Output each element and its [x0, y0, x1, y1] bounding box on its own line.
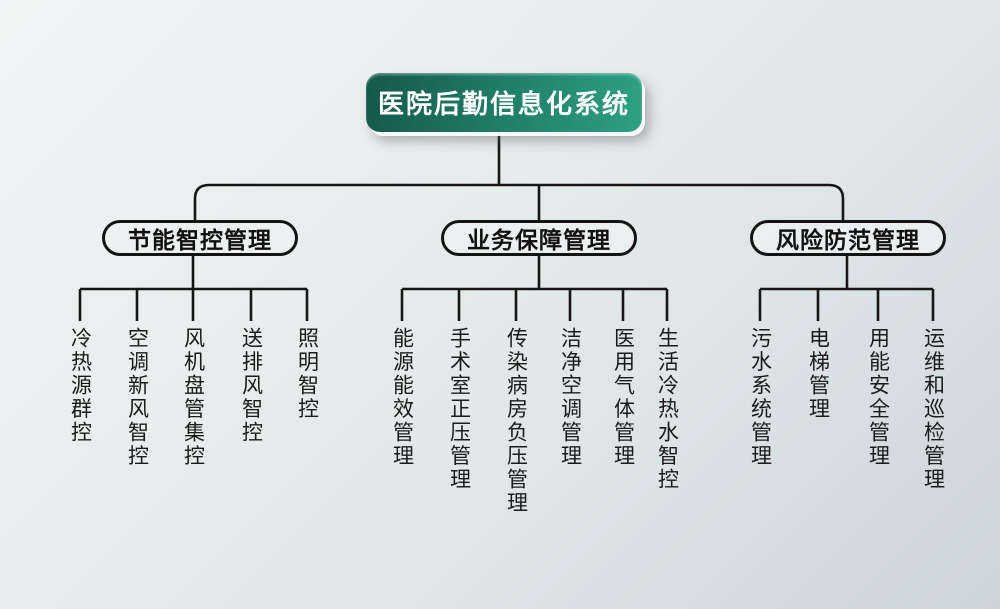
connector-main-bus — [193, 183, 845, 221]
leaf-medical-gas-mgmt: 医用气体管理 — [611, 327, 636, 468]
leaf-clean-ac-mgmt: 洁净空调管理 — [558, 327, 583, 468]
leaf-supply-exhaust-smart-control: 送排风智控 — [239, 327, 264, 445]
leaf-cold-heat-source-group-control: 冷热源群控 — [68, 327, 93, 445]
leaf-lighting-smart-control: 照明智控 — [295, 327, 320, 421]
branch-node-business-support: 业务保障管理 — [441, 220, 637, 256]
leaf-sewage-system-mgmt: 污水系统管理 — [748, 327, 773, 468]
branch-node-energy-saving-control: 节能智控管理 — [102, 220, 298, 256]
leaf-elevator-mgmt: 电梯管理 — [806, 327, 831, 421]
connector-branch1-ticks — [78, 289, 309, 321]
leaf-energy-efficiency-mgmt: 能源能效管理 — [390, 327, 415, 468]
leaf-isolation-ward-negative-pressure: 传染病房负压管理 — [504, 327, 529, 515]
leaf-domestic-hot-cold-water-control: 生活冷热水智控 — [655, 327, 680, 492]
branch-node-risk-prevention: 风险防范管理 — [750, 220, 946, 256]
leaf-energy-use-safety-mgmt: 用能安全管理 — [866, 327, 891, 468]
leaf-ac-fresh-air-smart-control: 空调新风智控 — [125, 327, 150, 468]
connector-branch2-ticks — [400, 289, 669, 321]
root-node: 医院后勤信息化系统 — [366, 73, 642, 132]
connector-branch3-ticks — [758, 289, 935, 321]
leaf-fan-coil-central-control: 风机盘管集控 — [181, 327, 206, 468]
leaf-operation-maintenance-inspection: 运维和巡检管理 — [921, 327, 946, 492]
leaf-operating-room-positive-pressure: 手术室正压管理 — [447, 327, 472, 492]
